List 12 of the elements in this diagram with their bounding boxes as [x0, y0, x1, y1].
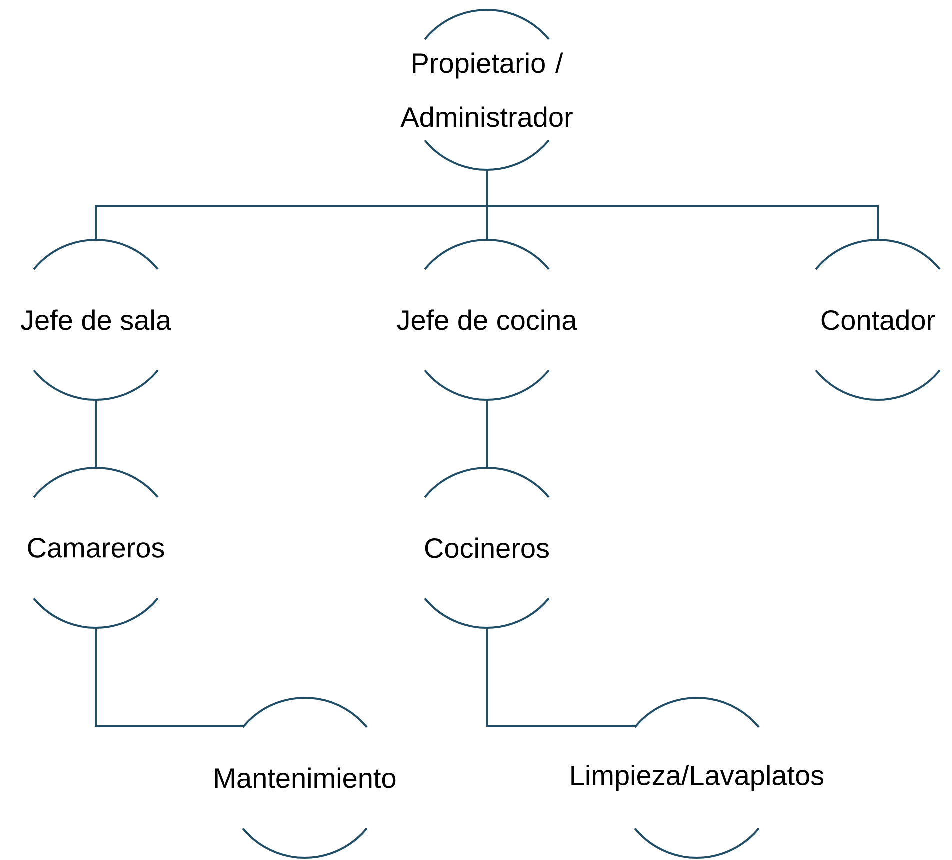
org-node: Jefe de cocina [397, 239, 578, 401]
org-node: Contador [815, 239, 941, 401]
connector-line [486, 400, 488, 468]
org-node: Limpieza/Lavaplatos [572, 697, 824, 859]
connector-line [486, 628, 635, 727]
connector-line [95, 400, 97, 468]
connector-line [95, 628, 243, 727]
org-node: Camareros [28, 467, 164, 629]
org-node: Propietario / Administrador [400, 9, 573, 171]
org-node: Jefe de sala [20, 239, 172, 401]
org-node: Mantenimiento [215, 697, 396, 859]
org-node: Cocineros [424, 467, 550, 629]
